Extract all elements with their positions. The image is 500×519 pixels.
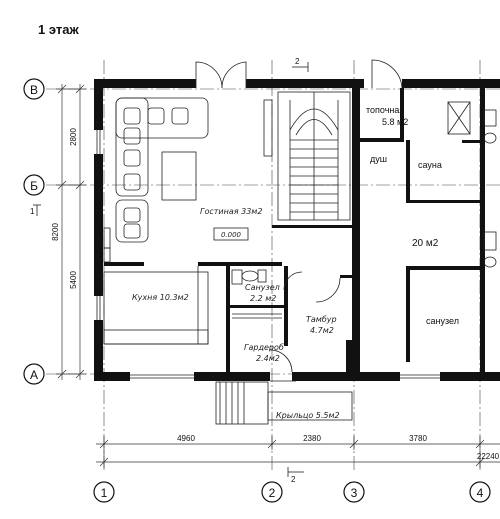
right-edge-fixtures (483, 109, 497, 268)
coffee-table (161, 151, 197, 201)
section-mark-left: 1 (30, 204, 41, 216)
interior-walls (104, 88, 485, 372)
col-axis-2: 2 (261, 481, 283, 503)
room-boiler-area: 5.8 м2 (382, 117, 408, 127)
room-wc-label: санузел (426, 316, 459, 326)
boiler-unit (447, 101, 471, 135)
room-vestibule-area: 4.7м2 (310, 326, 334, 335)
room-wardrobe-area: 2.4м2 (256, 354, 280, 363)
level-mark: 0.000 (213, 227, 249, 241)
col-axis-label: 4 (477, 486, 484, 500)
row-axis-v: В (23, 78, 45, 100)
section-mark-top: 2 (292, 57, 309, 72)
section-mark-label: 1 (30, 207, 35, 216)
room-vestibule-label: Тамбур (306, 315, 337, 324)
entry-door-top (195, 61, 247, 89)
exterior-walls (94, 79, 500, 381)
room-shower-label: душ (370, 154, 387, 164)
room-living-label: Гостиная 33м2 (200, 207, 262, 216)
row-axis-b: Б (23, 174, 45, 196)
bathroom-door (283, 271, 303, 291)
room-sauna-label: сауна (418, 160, 442, 170)
room-porch-label: Крыльцо 5.5м2 (276, 411, 340, 420)
room-hall-area: 20 м2 (412, 238, 439, 249)
room-kitchen-label: Кухня 10.3м2 (132, 293, 189, 302)
sofa (115, 97, 209, 243)
left-dimensions: 2800 5400 8200 (51, 84, 86, 380)
row-axis-label: А (30, 368, 38, 382)
room-bathroom-area: 2.2 м2 (250, 294, 276, 303)
room-boiler-label: топочная (366, 105, 404, 115)
dim-label: 2800 (69, 128, 78, 146)
room-bathroom-label: Санузел (245, 283, 280, 292)
wardrobe-rails (232, 313, 282, 319)
room-wardrobe-label: Гардероб (244, 343, 284, 352)
section-mark-bottom: 2 (287, 467, 304, 484)
bottom-dimensions: 4960 2380 3780 22240 (96, 434, 500, 468)
dim-label: 2380 (303, 434, 321, 443)
section-mark-label: 2 (291, 475, 296, 484)
col-axis-label: 2 (269, 486, 276, 500)
kitchen-counter (103, 266, 209, 345)
vestibule-inner-door (315, 277, 341, 303)
row-axis-label: Б (30, 179, 38, 193)
level-label: 0.000 (221, 231, 242, 239)
dim-label: 4960 (177, 434, 195, 443)
section-mark-label: 2 (295, 57, 300, 66)
porch-steps (215, 381, 353, 425)
dim-label: 8200 (51, 223, 60, 241)
dim-label: 22240 (477, 452, 500, 461)
col-axis-4: 4 (469, 481, 491, 503)
bathroom-fixtures (231, 269, 267, 285)
radiators (103, 99, 273, 263)
col-axis-label: 3 (351, 486, 358, 500)
floor-title: 1 этаж (38, 22, 79, 37)
col-axis-label: 1 (101, 486, 108, 500)
boiler-door-top (371, 59, 403, 89)
vestibule-door (269, 349, 296, 382)
row-axis-a: А (23, 363, 45, 385)
dim-label: 3780 (409, 434, 427, 443)
col-axis-3: 3 (343, 481, 365, 503)
col-axis-1: 1 (93, 481, 115, 503)
staircase (277, 91, 351, 221)
dim-label: 5400 (69, 271, 78, 289)
row-axis-label: В (30, 83, 38, 97)
